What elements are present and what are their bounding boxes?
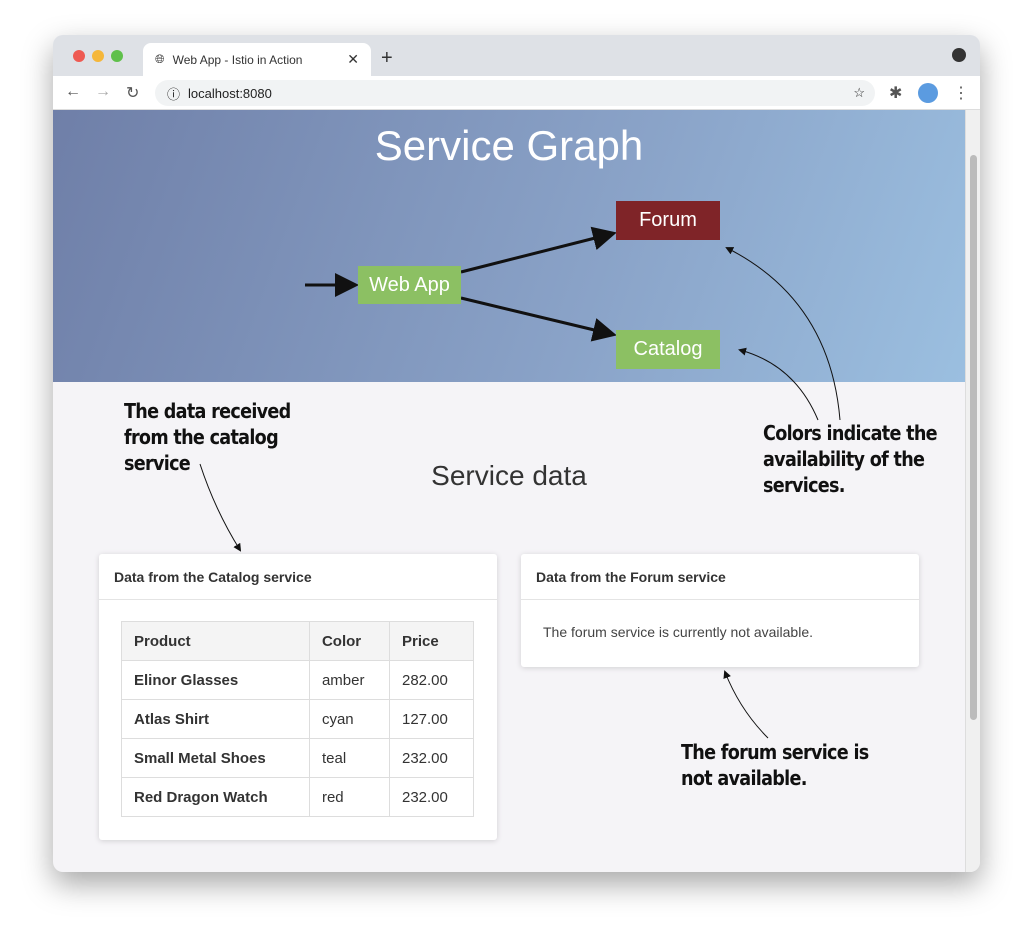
forward-icon[interactable]: → <box>95 83 111 100</box>
reload-icon[interactable]: ↻ <box>126 85 140 102</box>
extensions-icon[interactable]: ✱ <box>889 85 903 102</box>
tab-title: Web App - Istio in Action <box>172 52 303 67</box>
catalog-annotation-arrow <box>199 463 242 552</box>
close-window-button[interactable] <box>73 50 85 62</box>
scrollbar-thumb[interactable] <box>970 155 977 720</box>
service-graph-banner: Service Graph Web App Forum Catalog <box>53 110 965 382</box>
maximize-window-button[interactable] <box>111 50 123 62</box>
close-tab-icon[interactable]: ✕ <box>347 51 359 67</box>
address-bar[interactable]: ⓘ localhost:8080 ☆ <box>155 80 875 106</box>
forum-card-title: Data from the Forum service <box>521 554 919 600</box>
browser-window: 🌐︎ Web App - Istio in Action ✕ + ← → ↻ ⓘ… <box>53 35 980 872</box>
info-icon: ⓘ <box>167 86 181 102</box>
minimize-window-button[interactable] <box>92 50 104 62</box>
annotation-line: not available. <box>681 766 807 790</box>
annotation-line: The data received <box>124 399 291 423</box>
forum-annotation-arrow <box>723 670 769 739</box>
section-title: Service data <box>431 460 587 491</box>
column-header: Price <box>388 621 475 661</box>
forum-color-annotation-arrow <box>725 247 841 421</box>
banner-title: Service Graph <box>374 122 644 169</box>
globe-icon: 🌐︎ <box>155 52 165 66</box>
edge-webapp-forum <box>460 226 617 274</box>
profile-avatar[interactable] <box>918 83 938 103</box>
url-text: localhost:8080 <box>188 85 272 101</box>
edge-webapp-catalog <box>460 296 617 342</box>
annotation-line: from the catalog <box>124 425 279 449</box>
browser-tab[interactable]: 🌐︎ Web App - Istio in Action ✕ <box>143 43 371 76</box>
node-catalog: Catalog <box>616 330 720 369</box>
product-cell: Atlas Shirt <box>121 699 310 739</box>
tab-bar: 🌐︎ Web App - Istio in Action ✕ + <box>53 35 980 76</box>
scrollbar[interactable] <box>965 110 980 872</box>
forum-unavailable-message: The forum service is currently not avail… <box>543 624 813 640</box>
price-cell: 282.00 <box>388 660 475 700</box>
catalog-card-title: Data from the Catalog service <box>99 554 497 600</box>
new-tab-button[interactable]: + <box>381 47 393 69</box>
annotation-line: The forum service is <box>681 740 869 764</box>
column-header: Color <box>308 621 390 661</box>
product-cell: Red Dragon Watch <box>121 777 310 817</box>
annotation-line: Colors indicate the <box>763 421 938 445</box>
price-cell: 232.00 <box>388 777 475 817</box>
graph-edges <box>305 226 617 342</box>
bookmark-star-icon[interactable]: ☆ <box>853 85 865 100</box>
toolbar: ← → ↻ ⓘ localhost:8080 ☆ ✱ ⋮ <box>53 76 980 110</box>
price-cell: 232.00 <box>388 738 475 778</box>
product-cell: Elinor Glasses <box>121 660 310 700</box>
node-forum: Forum <box>616 201 720 240</box>
tab-search-icon[interactable] <box>952 48 966 62</box>
color-cell: red <box>308 777 390 817</box>
forum-card: Data from the Forum service The forum se… <box>521 554 919 667</box>
node-webapp: Web App <box>358 266 461 304</box>
annotation-line: availability of the <box>763 447 925 471</box>
catalog-color-annotation-arrow <box>738 347 819 421</box>
annotation-line: services. <box>763 473 846 497</box>
color-cell: teal <box>308 738 390 778</box>
annotation-line: service <box>124 451 191 475</box>
product-cell: Small Metal Shoes <box>121 738 310 778</box>
back-icon[interactable]: ← <box>65 83 81 100</box>
menu-icon[interactable]: ⋮ <box>953 85 969 102</box>
page-content: Service Graph Web App Forum Catalog Serv… <box>53 110 965 872</box>
price-cell: 127.00 <box>388 699 475 739</box>
column-header: Product <box>121 621 310 661</box>
